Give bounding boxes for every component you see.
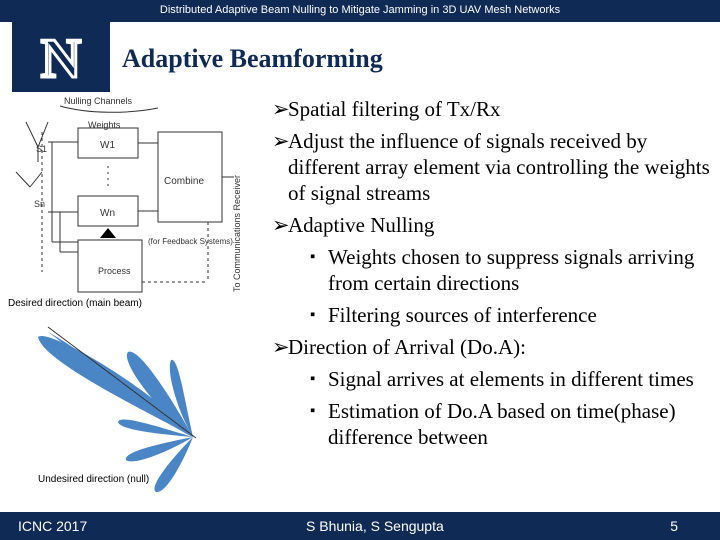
feedback-label: (for Feedback Systems) <box>148 237 233 246</box>
square-bullet-icon: ▪ <box>310 249 316 265</box>
header-bar: Distributed Adaptive Beam Nulling to Mit… <box>0 0 720 22</box>
conference-label: ICNC 2017 <box>18 518 88 534</box>
process-label: Process <box>98 266 131 276</box>
logo-letter: N <box>41 28 81 90</box>
s1-label: S1 <box>36 144 47 154</box>
block-diagram: Nulling Channels Weights S1 Sn W1 Wn Com… <box>15 96 242 293</box>
main-lobe-fill <box>38 335 193 437</box>
wn-label: Wn <box>100 208 115 219</box>
combine-label: Combine <box>164 176 204 187</box>
arrow-bullet-icon: ➢ <box>272 97 290 121</box>
footer-bar: ICNC 2017 S Bhunia, S Sengupta 5 <box>0 512 720 540</box>
arrow-bullet-icon: ➢ <box>272 335 290 359</box>
w1-label: W1 <box>100 140 115 151</box>
sub-bullet-3: ▪Signal arrives at elements in different… <box>310 367 694 391</box>
slide-title: Adaptive Beamforming <box>122 44 383 73</box>
side-lobe-1 <box>126 351 193 437</box>
bullet-3: ➢Adaptive Nulling <box>272 213 435 237</box>
feedback-arrow <box>100 228 116 238</box>
arrow-bullet-icon: ➢ <box>272 129 290 153</box>
main-beam-line <box>47 326 197 439</box>
beamforming-figure: Nulling Channels Weights S1 Sn W1 Wn Com… <box>8 92 248 507</box>
receiver-label: To Communications Receiver <box>232 175 242 292</box>
page-number: 5 <box>670 518 678 534</box>
bullet-2: ➢Adjust the influence of signals receive… <box>272 129 710 205</box>
side-lobe-4 <box>125 437 193 462</box>
square-bullet-icon: ▪ <box>310 403 316 419</box>
presentation-title: Distributed Adaptive Beam Nulling to Mit… <box>159 4 561 16</box>
sn-label: Sn <box>34 199 45 209</box>
side-lobe-2 <box>169 359 193 437</box>
undesired-direction-label: Undesired direction (null) <box>38 474 149 485</box>
bullet-list: ➢Spatial filtering of Tx/Rx ➢Adjust the … <box>272 96 712 456</box>
nulling-channels-label: Nulling Channels <box>64 96 133 106</box>
authors-label: S Bhunia, S Sengupta <box>306 518 444 534</box>
sub-bullet-4: ▪Estimation of Do.A based on time(phase)… <box>310 399 676 449</box>
university-logo: N <box>12 22 110 92</box>
sub-bullet-2: ▪Filtering sources of interference <box>310 303 597 327</box>
desired-direction-label: Desired direction (main beam) <box>8 298 142 309</box>
beam-pattern <box>38 332 193 493</box>
square-bullet-icon: ▪ <box>310 371 316 387</box>
arrow-bullet-icon: ➢ <box>272 213 290 237</box>
sub-bullet-1: ▪Weights chosen to suppress signals arri… <box>310 245 695 295</box>
process-box <box>77 239 143 293</box>
side-lobe-3 <box>118 419 193 437</box>
bullet-1: ➢Spatial filtering of Tx/Rx <box>272 97 501 121</box>
square-bullet-icon: ▪ <box>310 307 316 323</box>
weights-label: Weights <box>88 120 121 130</box>
side-lobe-5 <box>154 437 193 493</box>
bullet-4: ➢Direction of Arrival (Do.A): <box>272 335 526 359</box>
